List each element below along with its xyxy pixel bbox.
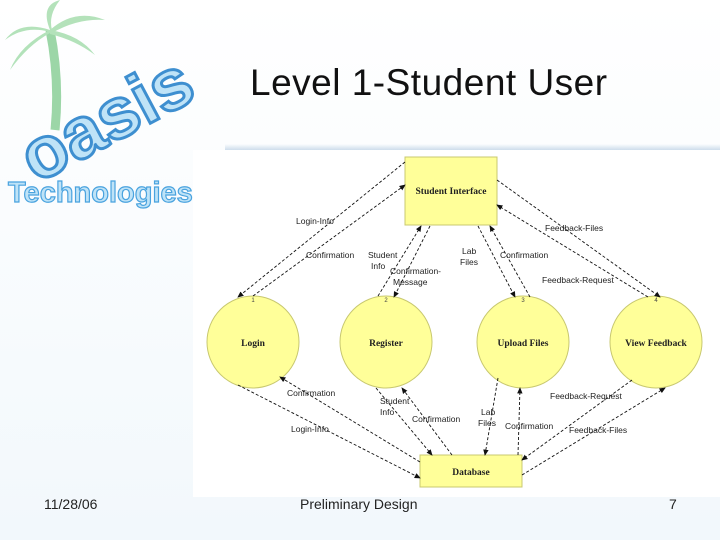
flow-label: Student bbox=[380, 396, 410, 406]
process-number: 1 bbox=[251, 298, 255, 304]
process-label: View Feedback bbox=[625, 339, 687, 349]
process-number: 3 bbox=[521, 298, 525, 304]
flow-label: Feedback-Request bbox=[542, 275, 614, 285]
technologies-wordmark: Technologies bbox=[8, 177, 193, 209]
flow-label: Confirmation bbox=[505, 421, 553, 431]
flow-arrows-top bbox=[237, 161, 661, 298]
slide-title: Level 1-Student User bbox=[250, 62, 608, 103]
flow-label: Lab bbox=[481, 407, 495, 417]
student-interface-entity bbox=[404, 156, 498, 226]
process-number: 2 bbox=[384, 298, 388, 304]
flow-labels-bottom: Confirmation Login-Info Student Info Con… bbox=[287, 388, 627, 435]
flow-label: Message bbox=[393, 277, 428, 287]
process-label: Login bbox=[241, 339, 265, 349]
flow-label: Confirmation bbox=[412, 414, 460, 424]
flow-label: Confirmation bbox=[500, 250, 548, 260]
flow-label: Confirmation bbox=[306, 250, 354, 260]
slide-number: 7 bbox=[669, 496, 677, 512]
palm-tree-icon bbox=[5, 0, 105, 131]
flow-label: Lab bbox=[462, 246, 476, 256]
oasis-technologies-logo: oasis Technologies bbox=[5, 0, 195, 210]
flow-label: Login-Info bbox=[296, 216, 334, 226]
flow-label: Info bbox=[380, 407, 394, 417]
flow-label: Confirmation- bbox=[390, 266, 441, 276]
title-divider bbox=[225, 144, 720, 150]
footer-date: 11/28/06 bbox=[44, 496, 98, 512]
flow-label: Student bbox=[368, 250, 398, 260]
flow-label: Info bbox=[371, 261, 385, 271]
flow-label: Login-Info bbox=[291, 424, 329, 434]
database-label: Database bbox=[452, 468, 489, 478]
flow-label: Files bbox=[460, 257, 478, 267]
flow-label: Files bbox=[478, 418, 496, 428]
flow-label: Feedback-Files bbox=[569, 425, 627, 435]
database-store bbox=[419, 454, 523, 488]
flow-label: Confirmation bbox=[287, 388, 335, 398]
footer-title: Preliminary Design bbox=[300, 496, 418, 512]
flow-labels-top: Login-Info Confirmation Student Info Con… bbox=[296, 216, 614, 287]
process-upload-files bbox=[476, 295, 570, 389]
process-label: Upload Files bbox=[498, 339, 549, 349]
process-label: Register bbox=[369, 339, 404, 349]
process-number: 4 bbox=[654, 298, 658, 304]
flow-label: Feedback-Request bbox=[550, 391, 622, 401]
flow-arrows-bottom bbox=[237, 376, 666, 479]
process-register bbox=[339, 295, 433, 389]
flow-label: Feedback-Files bbox=[545, 223, 603, 233]
student-interface-label: Student Interface bbox=[416, 187, 487, 197]
